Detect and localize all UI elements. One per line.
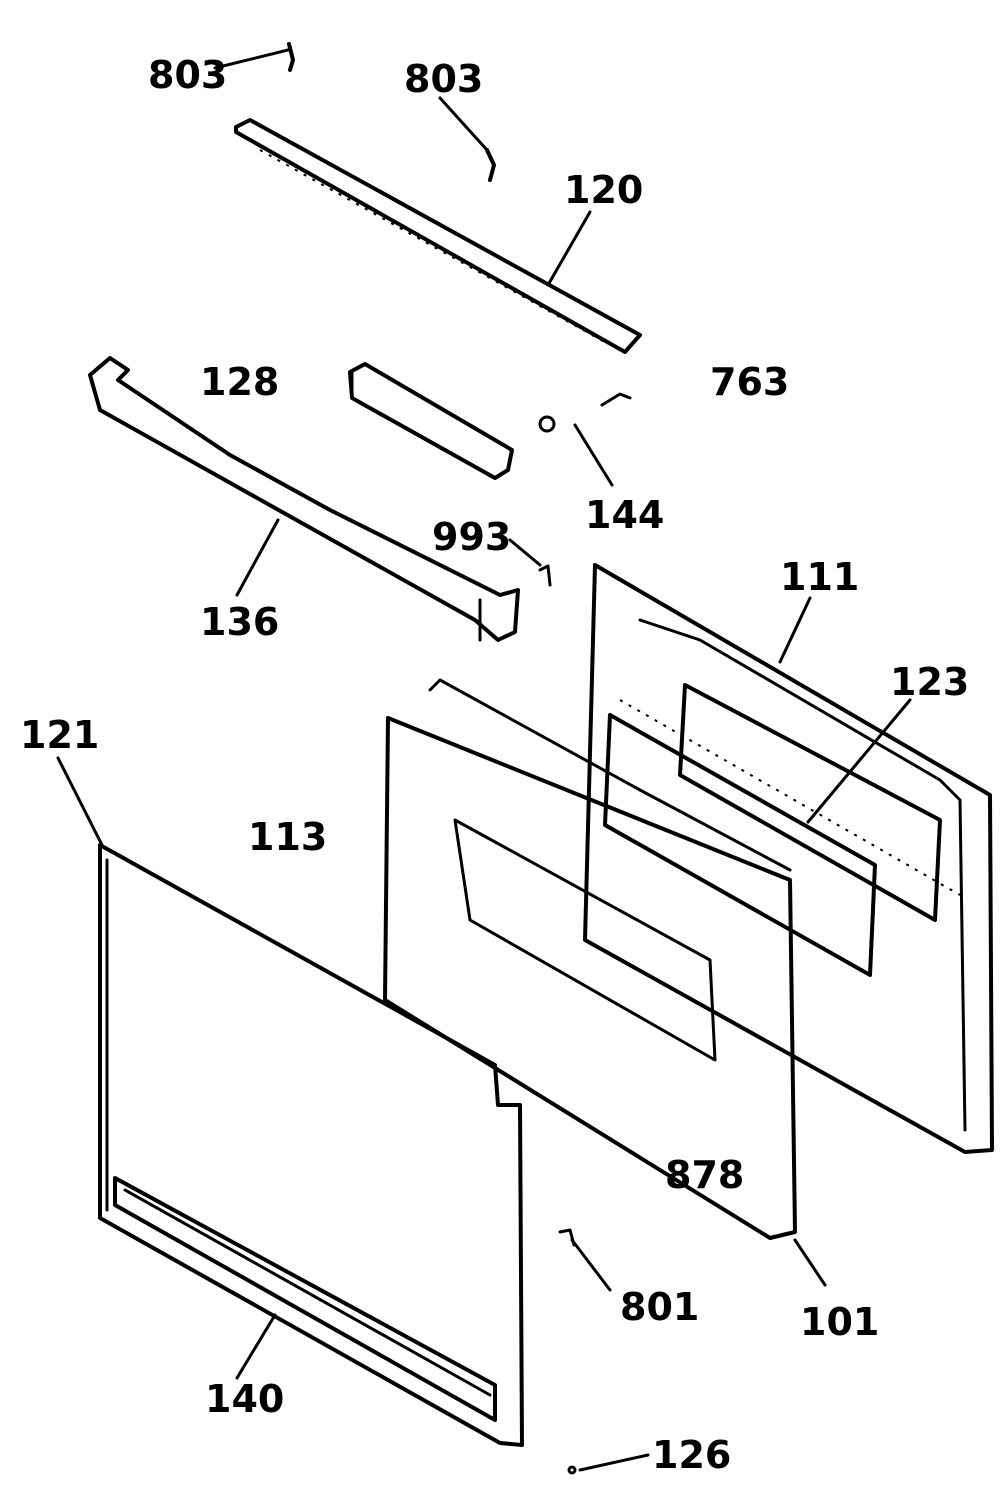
- screw-803-left: [287, 42, 295, 72]
- callout-111: 111: [780, 555, 859, 599]
- part-763: [600, 392, 632, 407]
- callout-128: 128: [200, 360, 279, 404]
- callout-113: 113: [248, 815, 327, 859]
- screw-803-right: [485, 148, 496, 182]
- part-111-inner-panel: [583, 563, 994, 1154]
- part-120-top-trim: [234, 118, 642, 354]
- part-121-outer-door: [98, 843, 524, 1447]
- callout-123: 123: [890, 660, 969, 704]
- callout-763: 763: [710, 360, 789, 404]
- part-123-glass: [603, 683, 942, 977]
- callout-801: 801: [620, 1285, 699, 1329]
- leader-lines: [56, 48, 912, 1472]
- part-144-clip: [538, 415, 556, 433]
- part-801-screw: [558, 1228, 576, 1247]
- part-993-fastener: [538, 564, 552, 587]
- part-128-channel: [348, 362, 514, 480]
- callout-803-left: 803: [148, 53, 227, 97]
- callout-878: 878: [665, 1153, 744, 1197]
- callout-144: 144: [585, 493, 664, 537]
- part-126-screw: [567, 1465, 577, 1475]
- callout-140: 140: [205, 1377, 284, 1421]
- part-140-bottom-trim: [113, 1176, 497, 1422]
- callout-126: 126: [652, 1433, 731, 1477]
- callout-993: 993: [432, 515, 511, 559]
- part-136-bracket: [88, 356, 520, 642]
- part-113-liner: [383, 678, 797, 1240]
- callout-101: 101: [800, 1300, 879, 1344]
- callout-136: 136: [200, 600, 279, 644]
- callout-121: 121: [20, 713, 99, 757]
- callout-120: 120: [564, 168, 643, 212]
- callout-803-right: 803: [404, 57, 483, 101]
